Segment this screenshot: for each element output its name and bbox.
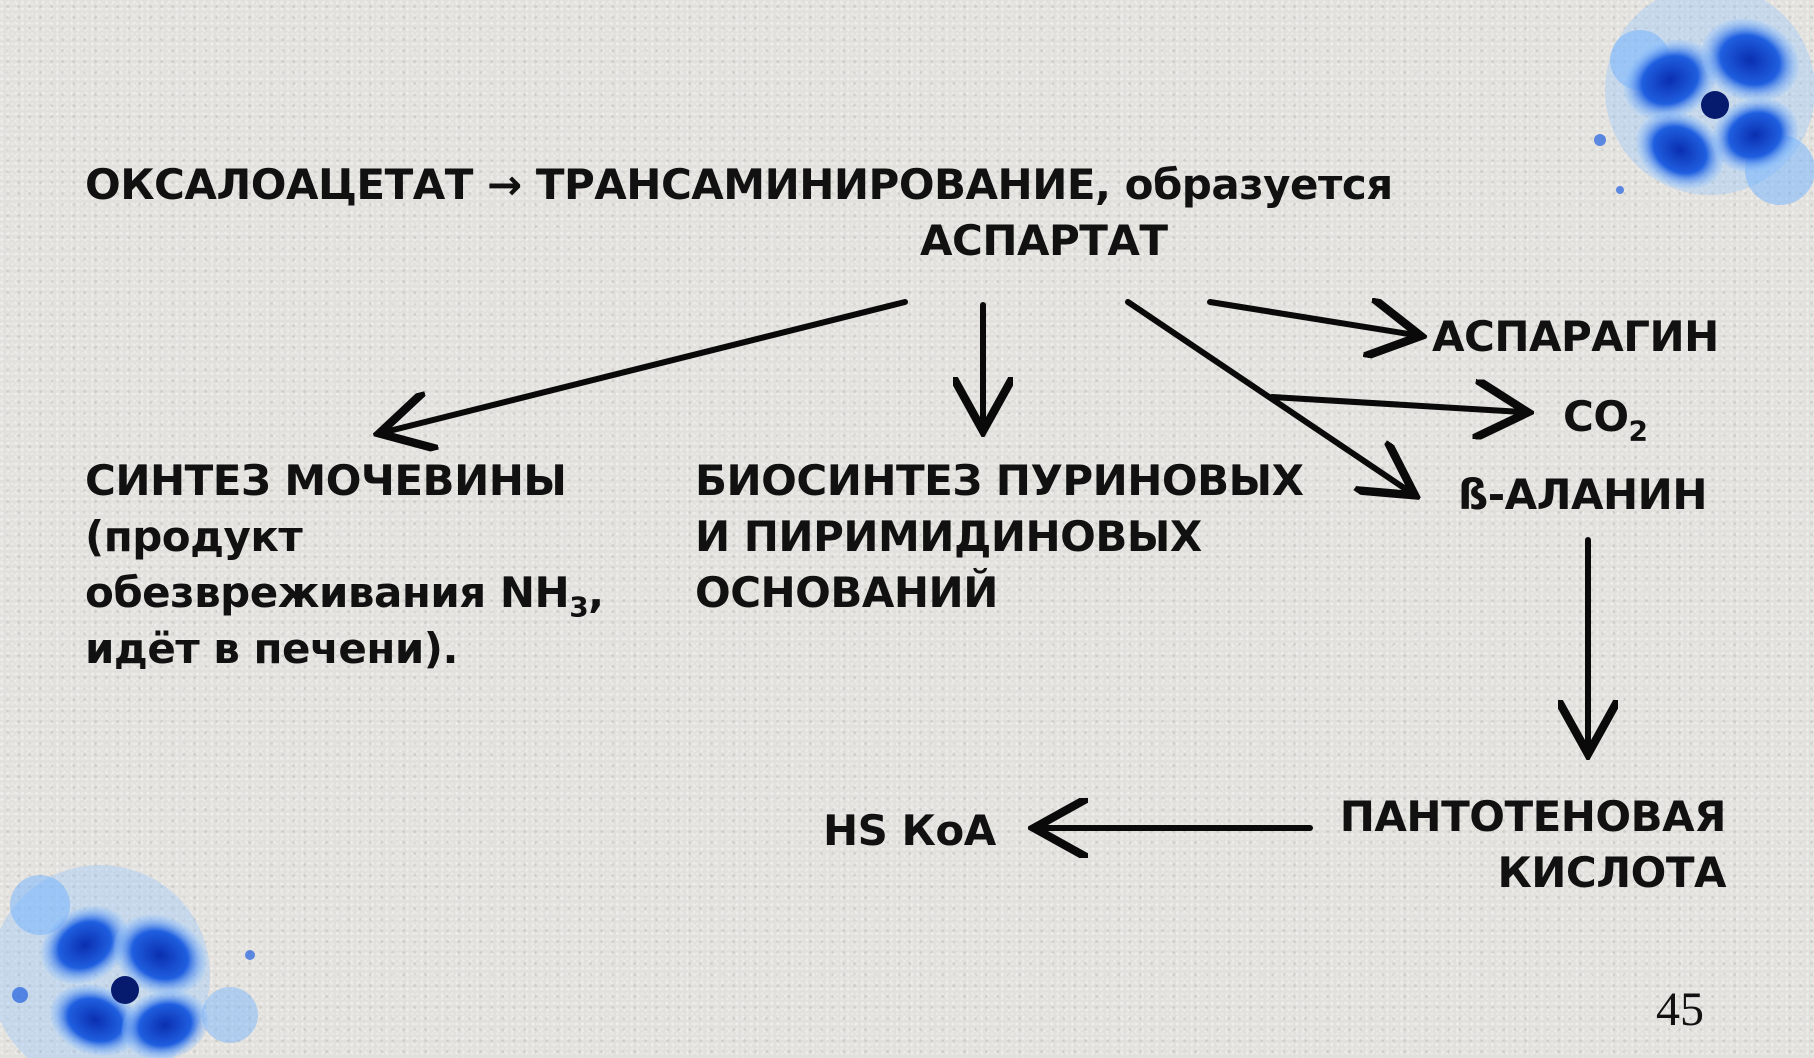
pantothenic-line-1: ПАНТОТЕНОВАЯ <box>1339 792 1727 841</box>
co2-label: CO2 <box>1563 388 1648 446</box>
aspartate-label: АСПАРТАТ <box>920 216 1168 265</box>
urea-line-3-comma: , <box>588 568 604 617</box>
asparagine-label: АСПАРАГИН <box>1432 312 1719 361</box>
urea-line-3: обезвреживания NH3, <box>85 564 604 622</box>
oxaloacetate-label: ОКСАЛОАЦЕТАТ <box>85 160 473 209</box>
nh3-subscript: 3 <box>569 590 589 624</box>
hs-coa-label: HS КоА <box>823 806 996 855</box>
urea-line-3-text: обезвреживания NH <box>85 568 570 617</box>
urea-line-4: идёт в печени). <box>85 624 458 673</box>
arrow-to-asparagine <box>1207 302 1415 335</box>
forms-label: образуется <box>1124 160 1394 209</box>
co2-subscript: 2 <box>1628 414 1648 448</box>
nucleotide-line-3: ОСНОВАНИЙ <box>695 568 998 617</box>
flower-decoration-bottom-left <box>0 865 258 1058</box>
page-number: 45 <box>1656 983 1704 1036</box>
co2-text: CO <box>1563 392 1629 441</box>
flower-decoration-top-right <box>1594 0 1814 205</box>
urea-line-2: (продукт <box>85 512 303 561</box>
nucleotide-line-1: БИОСИНТЕЗ ПУРИНОВЫХ <box>695 456 1304 505</box>
transamination-label: ТРАНСАМИНИРОВАНИЕ, <box>535 160 1111 209</box>
arrow-to-co2 <box>1269 397 1522 412</box>
urea-line-1: СИНТЕЗ МОЧЕВИНЫ <box>85 456 567 505</box>
pantothenic-line-2: КИСЛОТА <box>1497 848 1726 897</box>
reaction-arrow-glyph: → <box>487 160 522 209</box>
arrow-to-urea-synthesis <box>385 299 908 432</box>
nucleotide-line-2: И ПИРИМИДИНОВЫХ <box>695 512 1202 561</box>
title-line: ОКСАЛОАЦЕТАТ → ТРАНСАМИНИРОВАНИЕ, образу… <box>85 156 1393 214</box>
beta-alanine-label: ß-АЛАНИН <box>1458 470 1707 519</box>
